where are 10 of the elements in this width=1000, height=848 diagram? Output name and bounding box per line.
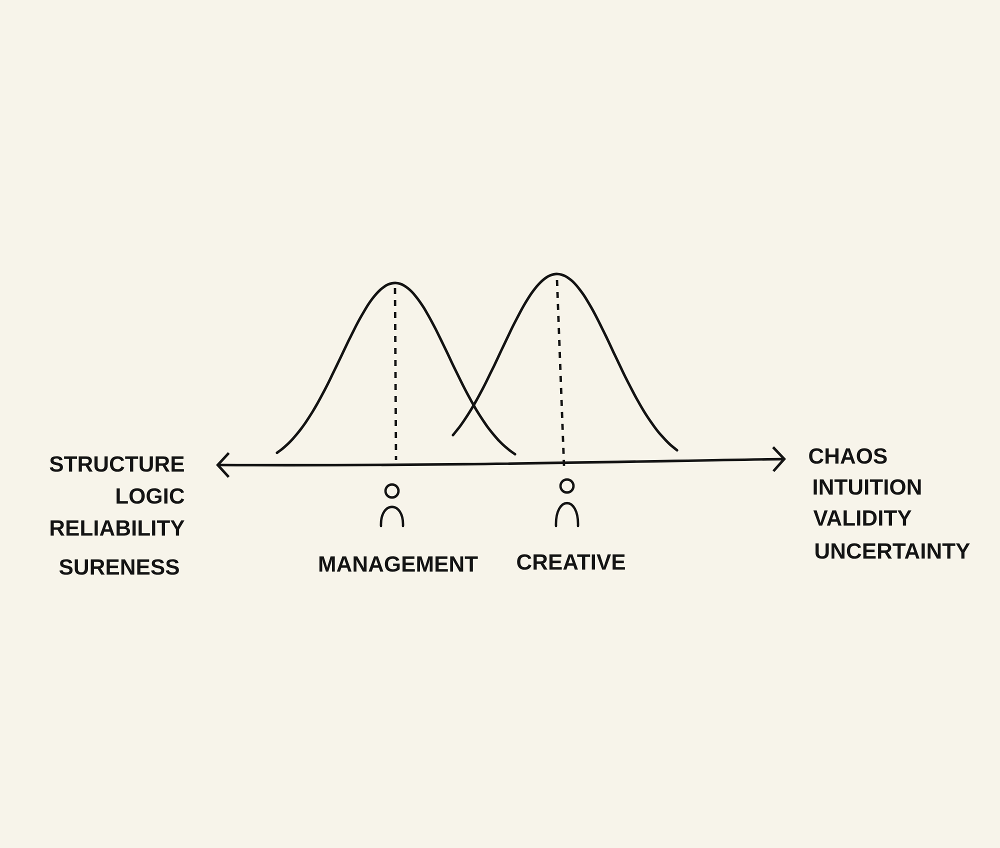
axis-end-label: STRUCTURE — [50, 456, 184, 472]
axis-end-label: SURENESS — [59, 559, 179, 575]
axis-end-label: UNCERTAINTY — [816, 543, 970, 559]
axis-end-label: CHAOS — [809, 448, 887, 464]
axis-end-label: INTUITION — [814, 479, 921, 495]
axis-end-label: LOGIC — [116, 488, 184, 504]
axis-end-label: RELIABILITY — [50, 520, 184, 536]
axis-end-label: VALIDITY — [813, 510, 912, 526]
person-label: MANAGEMENT — [319, 556, 478, 572]
person-label: CREATIVE — [517, 554, 625, 570]
